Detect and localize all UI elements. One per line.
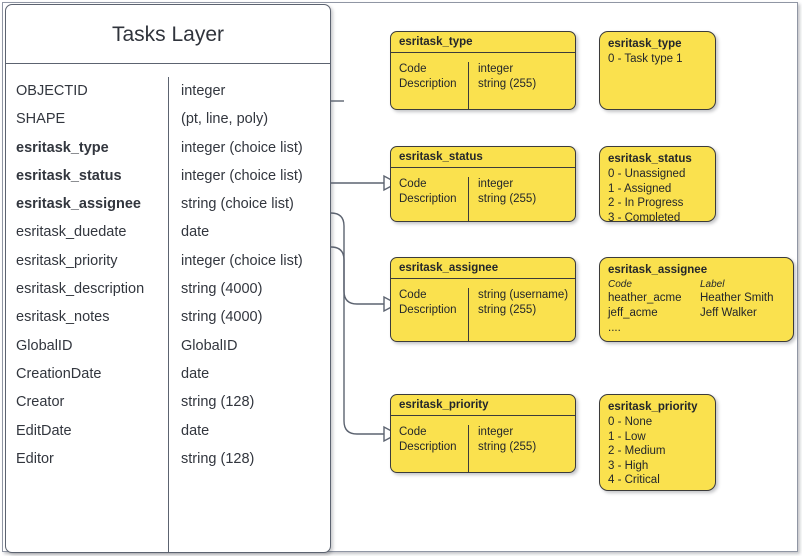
field-type: date	[181, 224, 210, 241]
table-header: esritask_status	[391, 147, 575, 168]
field-name: esritask_status	[16, 167, 122, 184]
field-name: EditDate	[16, 422, 72, 439]
table-esritask-type[interactable]: esritask_type Code Description integer s…	[390, 31, 576, 110]
field-type: GlobalID	[181, 337, 238, 354]
values-cell-code: ....	[608, 322, 621, 334]
field-name: SHAPE	[16, 111, 66, 128]
values-row: heather_acme Heather Smith	[608, 291, 793, 306]
field-name: esritask_duedate	[16, 224, 127, 241]
table-esritask-assignee[interactable]: esritask_assignee Code Description strin…	[390, 257, 576, 342]
entity-field-table: OBJECTID SHAPE esritask_type esritask_st…	[6, 64, 330, 552]
table-esritask-status[interactable]: esritask_status Code Description integer…	[390, 146, 576, 222]
table-header: esritask_assignee	[391, 258, 575, 279]
value-line: 2 - Medium	[608, 445, 666, 457]
entity-field-type-column: integer (pt, line, poly) integer (choice…	[169, 77, 330, 552]
table-column-names: Code Description	[391, 177, 469, 221]
field-type: string (4000)	[181, 309, 263, 326]
entity-field-name-column: OBJECTID SHAPE esritask_type esritask_st…	[6, 77, 169, 552]
value-line: 0 - None	[608, 416, 653, 428]
field-name: esritask_notes	[16, 309, 110, 326]
table-column-types: string (username) string (255)	[469, 288, 575, 341]
table-column-types: integer string (255)	[469, 425, 575, 472]
field-name: Creator	[16, 394, 65, 411]
table-cell: integer	[478, 178, 514, 190]
field-type: integer (choice list)	[181, 167, 303, 184]
field-name: esritask_type	[16, 139, 109, 156]
values-esritask-priority[interactable]: esritask_priority 0 - None 1 - Low 2 - M…	[599, 394, 716, 491]
table-cell: string (username)	[478, 289, 569, 301]
value-line: 4 - Critical	[608, 474, 660, 486]
table-body: Code Description string (username) strin…	[391, 279, 575, 341]
values-esritask-type[interactable]: esritask_type 0 - Task type 1	[599, 31, 716, 110]
entity-title: Tasks Layer	[6, 5, 330, 64]
value-line: 3 - High	[608, 459, 649, 472]
field-name: esritask_description	[16, 281, 145, 298]
field-type: date	[181, 365, 210, 382]
table-cell: string (255)	[478, 303, 537, 316]
values-cell-label: Jeff Walker	[700, 307, 757, 319]
table-header: esritask_type	[391, 32, 575, 53]
table-esritask-priority[interactable]: esritask_priority Code Description integ…	[390, 394, 576, 473]
field-type: integer (choice list)	[181, 252, 303, 269]
values-title: esritask_priority	[608, 401, 698, 413]
value-line: 0 - Task type 1	[608, 53, 683, 65]
field-type: string (128)	[181, 450, 255, 467]
values-row: ....	[608, 321, 793, 336]
field-name: OBJECTID	[16, 83, 88, 99]
field-type: integer (choice list)	[181, 139, 303, 156]
value-line: 2 - In Progress	[608, 197, 684, 209]
table-body: Code Description integer string (255)	[391, 53, 575, 109]
table-body: Code Description integer string (255)	[391, 416, 575, 472]
values-cell-label	[700, 321, 793, 336]
values-cell-code: heather_acme	[608, 292, 682, 304]
values-cell-label: Heather Smith	[700, 292, 774, 304]
field-name: esritask_assignee	[16, 196, 141, 213]
values-esritask-status[interactable]: esritask_status 0 - Unassigned 1 - Assig…	[599, 146, 716, 222]
table-column-names: Code Description	[391, 62, 469, 109]
field-name: CreationDate	[16, 365, 102, 382]
values-title: esritask_assignee	[608, 264, 708, 276]
field-name: Editor	[16, 450, 54, 467]
table-cell: Description	[399, 440, 457, 453]
field-type: string (choice list)	[181, 196, 294, 213]
field-type: string (4000)	[181, 281, 263, 298]
field-type: string (128)	[181, 394, 255, 411]
entity-tasks-layer[interactable]: Tasks Layer OBJECTID SHAPE esritask_type…	[5, 4, 331, 553]
table-cell: integer	[478, 63, 514, 75]
table-cell: Code	[399, 63, 427, 75]
table-column-types: integer string (255)	[469, 62, 575, 109]
table-column-names: Code Description	[391, 425, 469, 472]
table-cell: string (255)	[478, 77, 537, 90]
values-cell-code: jeff_acme	[608, 307, 658, 319]
field-type: (pt, line, poly)	[181, 111, 269, 128]
values-title: esritask_status	[608, 153, 692, 165]
table-cell: integer	[478, 426, 514, 438]
table-cell: Description	[399, 303, 457, 316]
field-type: date	[181, 422, 210, 439]
field-name: GlobalID	[16, 337, 73, 354]
field-type: integer	[181, 83, 226, 99]
value-line: 1 - Assigned	[608, 182, 672, 195]
values-row: jeff_acme Jeff Walker	[608, 306, 793, 321]
values-header-code: Code	[608, 279, 632, 290]
values-header-label: Label	[700, 279, 725, 290]
table-cell: Description	[399, 77, 457, 90]
table-cell: string (255)	[478, 440, 537, 453]
table-header: esritask_priority	[391, 395, 575, 416]
values-column-headers: Code Label	[608, 278, 793, 291]
table-cell: Description	[399, 192, 457, 205]
table-column-types: integer string (255)	[469, 177, 575, 221]
table-cell: Code	[399, 178, 427, 190]
value-line: 3 - Completed	[608, 211, 681, 222]
value-line: 1 - Low	[608, 430, 646, 443]
value-line: 0 - Unassigned	[608, 168, 686, 180]
values-esritask-assignee[interactable]: esritask_assignee Code Label heather_acm…	[599, 257, 794, 342]
table-cell: string (255)	[478, 192, 537, 205]
table-column-names: Code Description	[391, 288, 469, 341]
table-cell: Code	[399, 426, 427, 438]
table-body: Code Description integer string (255)	[391, 168, 575, 221]
table-cell: Code	[399, 289, 427, 301]
field-name: esritask_priority	[16, 252, 118, 269]
values-title: esritask_type	[608, 38, 682, 50]
